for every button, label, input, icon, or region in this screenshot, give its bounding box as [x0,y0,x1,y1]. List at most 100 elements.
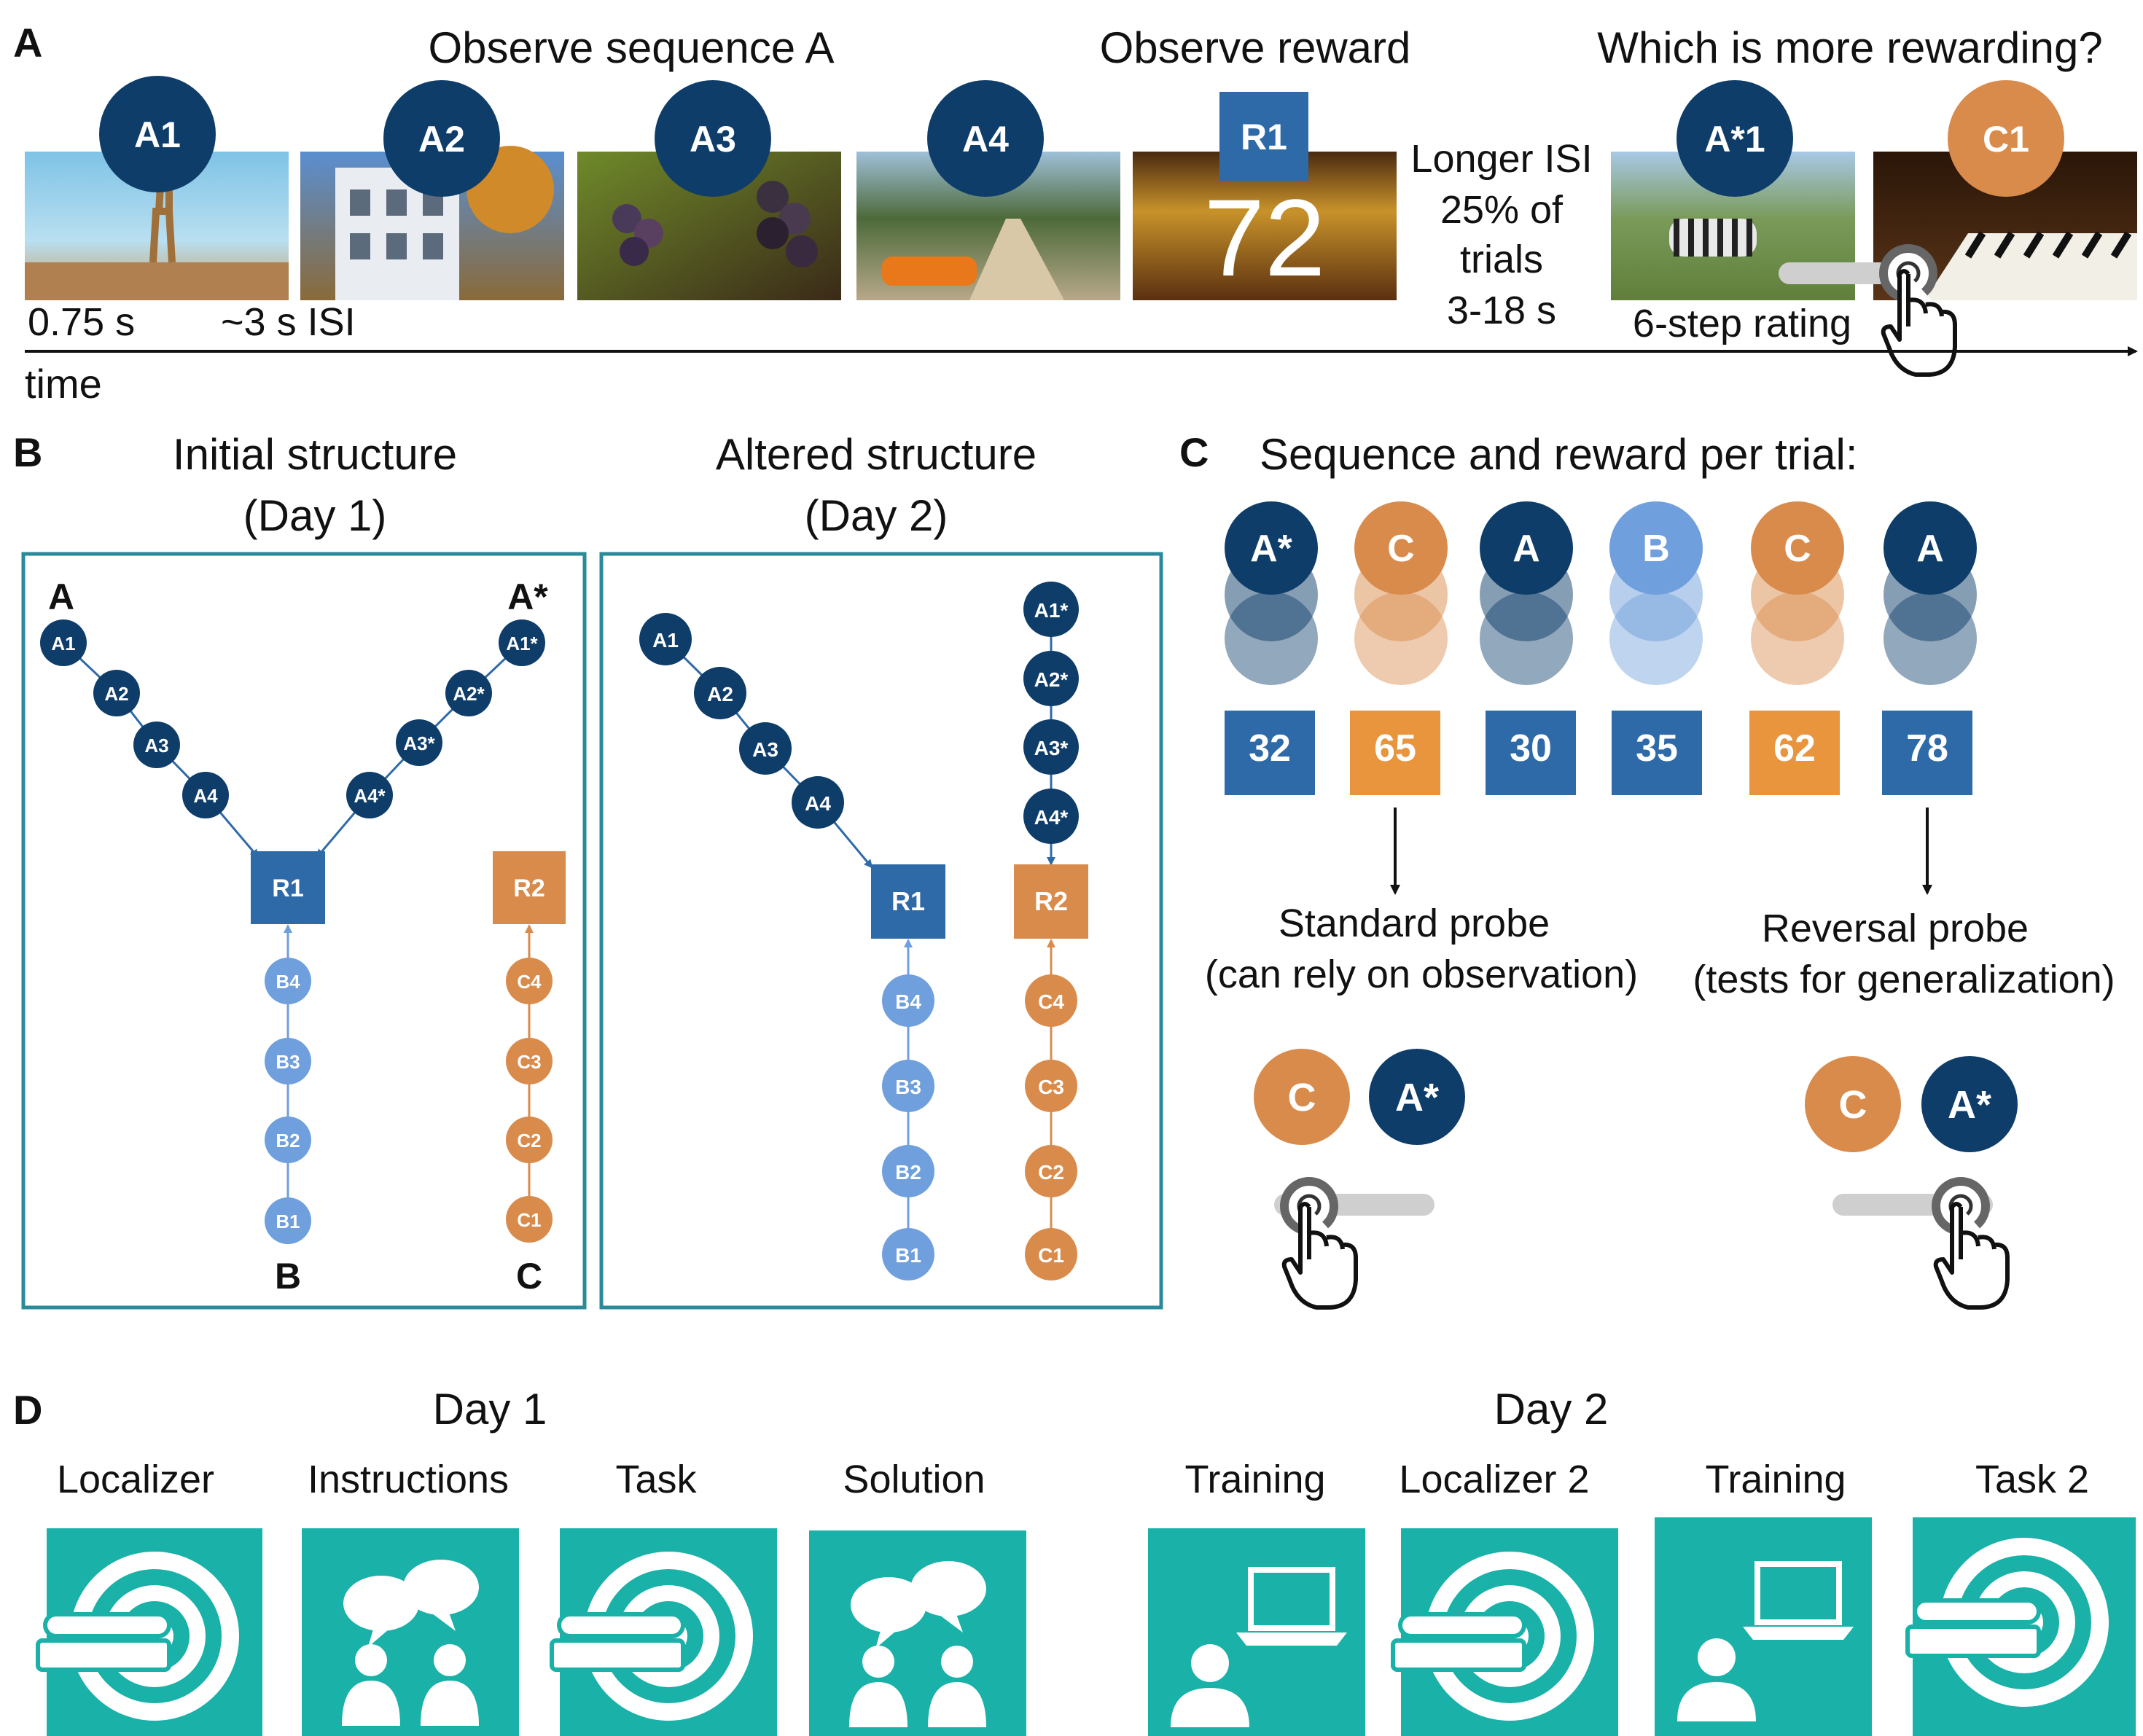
svg-text:B4: B4 [895,990,921,1013]
trial-3-stack: A [1480,501,1573,685]
person-computer-icon [1171,1567,1347,1727]
initial-node-a1: A1 [40,619,87,666]
standard-probe-option-a-star: A* [1369,1049,1465,1145]
rating-label: 6-step rating [1633,302,1851,345]
svg-text:A3: A3 [144,735,168,756]
tile-instructions [302,1528,519,1736]
tile-training-1 [1148,1528,1365,1736]
initial-node-r1: R1 [251,851,325,924]
tile-task [550,1528,777,1736]
trial-6-stack: A [1884,501,1977,685]
panel-d-letter: D [13,1387,42,1433]
svg-text:C3: C3 [517,1051,541,1073]
initial-node-b2: B2 [265,1117,311,1163]
svg-text:32: 32 [1249,727,1291,770]
svg-text:B: B [1642,528,1670,570]
reversal-probe-option-a-star: A* [1921,1056,2018,1152]
svg-text:A1: A1 [51,633,75,654]
altered-node-b1: B1 [882,1228,934,1281]
step-label-training-1: Training [1184,1458,1325,1501]
photo-treasure: 72 [1133,152,1397,300]
svg-text:A2*: A2* [453,683,485,705]
initial-node-a4-star: A4* [346,772,393,818]
altered-node-b4: B4 [882,974,934,1027]
person-computer-icon [1677,1561,1854,1721]
tile-task-2 [1905,1517,2136,1736]
svg-text:A2: A2 [418,119,465,160]
step-label-localizer-2: Localizer 2 [1399,1458,1589,1501]
reversal-probe-note: (tests for generalization) [1693,958,2115,1001]
svg-text:B3: B3 [895,1076,921,1098]
initial-node-c4: C4 [506,958,553,1004]
isi-note-line-3: trials [1460,238,1543,281]
step-label-localizer: Localizer [57,1458,214,1501]
svg-text:A1: A1 [652,629,679,652]
trial-2-reward: 65 [1350,711,1440,795]
panel-c-title: Sequence and reward per trial: [1260,430,1858,479]
hand-pointer-icon [1881,269,1957,377]
svg-text:R1: R1 [891,886,925,916]
svg-text:B2: B2 [276,1130,300,1152]
standard-probe-title: Standard probe [1279,902,1550,945]
svg-text:A4: A4 [805,792,831,815]
svg-text:A1: A1 [134,114,181,155]
initial-node-a4: A4 [182,772,229,818]
svg-text:A*: A* [1250,528,1293,570]
svg-text:35: 35 [1636,727,1678,770]
svg-text:R2: R2 [1034,886,1068,916]
mri-scanner-icon [1905,1538,2109,1707]
initial-node-b3: B3 [265,1038,311,1084]
svg-text:62: 62 [1773,727,1816,770]
altered-node-c3: C3 [1025,1060,1077,1112]
initial-structure-title: Initial structure [173,430,457,479]
svg-text:A*: A* [1948,1083,1991,1127]
svg-text:B1: B1 [895,1244,921,1267]
step-label-task-2: Task 2 [1975,1458,2089,1501]
endpoint-label-a: A [48,576,74,617]
svg-text:C3: C3 [1038,1076,1064,1098]
svg-text:A*1: A*1 [1704,119,1765,160]
svg-text:78: 78 [1906,727,1948,770]
conversation-icon [342,1560,479,1726]
svg-text:A: A [1916,528,1944,570]
panel-a-letter: A [13,20,42,66]
svg-text:A3*: A3* [403,732,435,754]
svg-text:B2: B2 [895,1161,921,1184]
svg-text:C1: C1 [1038,1244,1064,1267]
isi-note-line-4: 3-18 s [1447,289,1556,332]
tile-localizer [36,1528,262,1736]
tile-solution [809,1530,1026,1736]
badge-a4: A4 [927,80,1044,197]
step-label-solution: Solution [843,1458,985,1501]
standard-probe-note: (can rely on observation) [1205,953,1638,996]
badge-a2: A2 [383,80,500,197]
svg-text:C2: C2 [1038,1161,1064,1184]
initial-node-r2: R2 [493,851,566,924]
svg-text:A1*: A1* [1034,599,1069,622]
step-label-instructions: Instructions [308,1458,509,1501]
trial-4-stack: B [1609,501,1703,685]
svg-text:A3*: A3* [1034,737,1069,759]
trial-2-stack: C [1354,501,1448,685]
trial-5-reward: 62 [1749,711,1840,795]
altered-structure-title: Altered structure [716,430,1037,479]
altered-node-b2: B2 [882,1145,934,1197]
isi-note-line-1: Longer ISI [1410,137,1592,181]
badge-r1: R1 [1219,92,1308,181]
initial-node-a1-star: A1* [499,619,545,666]
reversal-probe-option-c: C [1805,1056,1901,1152]
svg-text:A4: A4 [193,785,218,807]
panel-b-letter: B [13,429,42,475]
svg-text:C4: C4 [517,971,542,993]
standard-probe-option-c: C [1254,1049,1350,1145]
svg-text:R1: R1 [272,875,303,902]
isi-label: ~3 s ISI [221,300,356,344]
panel-b: B Initial structure (Day 1) Altered stru… [13,429,1163,1310]
observe-sequence-heading: Observe sequence A [428,23,834,72]
step-label-task: Task [615,1458,697,1501]
altered-node-a2-star: A2* [1023,651,1079,706]
svg-text:A3: A3 [690,119,736,160]
question-heading: Which is more rewarding? [1597,23,2103,72]
svg-text:R1: R1 [1241,117,1287,157]
panel-a: A Observe sequence A Observe reward Whic… [13,20,2138,407]
